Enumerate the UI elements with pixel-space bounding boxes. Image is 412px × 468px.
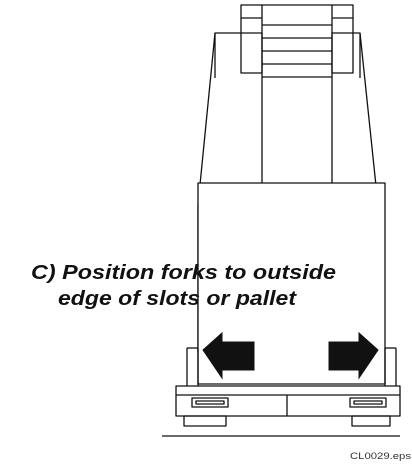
arrow-left-icon [202,331,255,380]
mast-right-pulley [331,4,354,74]
left-fork [186,347,199,386]
file-reference: CL0029.eps [350,451,411,462]
inner-mast [262,4,332,78]
pallet [175,385,401,427]
mast-left-pulley [240,4,263,74]
pallet-left-slot [191,397,229,408]
caption-line-2: edge of slots or pallet [58,287,297,310]
pallet-right-slot [349,397,387,408]
arrow-right-icon [328,331,379,380]
caption-line-1: C) Position forks to outside [31,261,336,284]
right-fork [384,347,397,386]
